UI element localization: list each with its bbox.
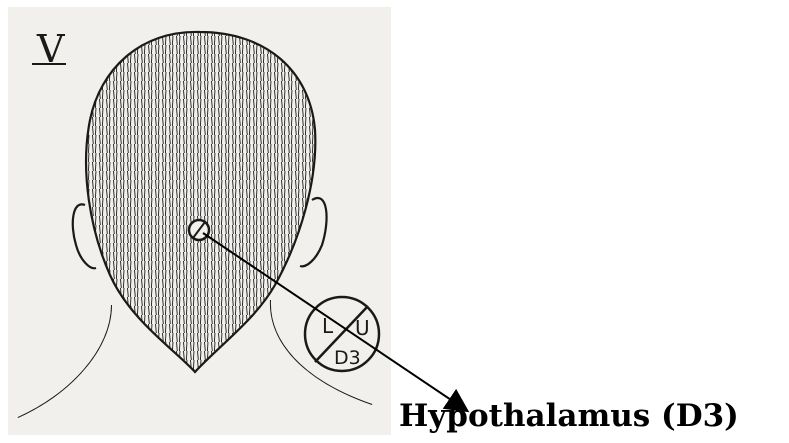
hypothalamus-caption: Hypothalamus (D3)	[399, 398, 739, 434]
symbol-label-d3: D3	[334, 347, 361, 369]
